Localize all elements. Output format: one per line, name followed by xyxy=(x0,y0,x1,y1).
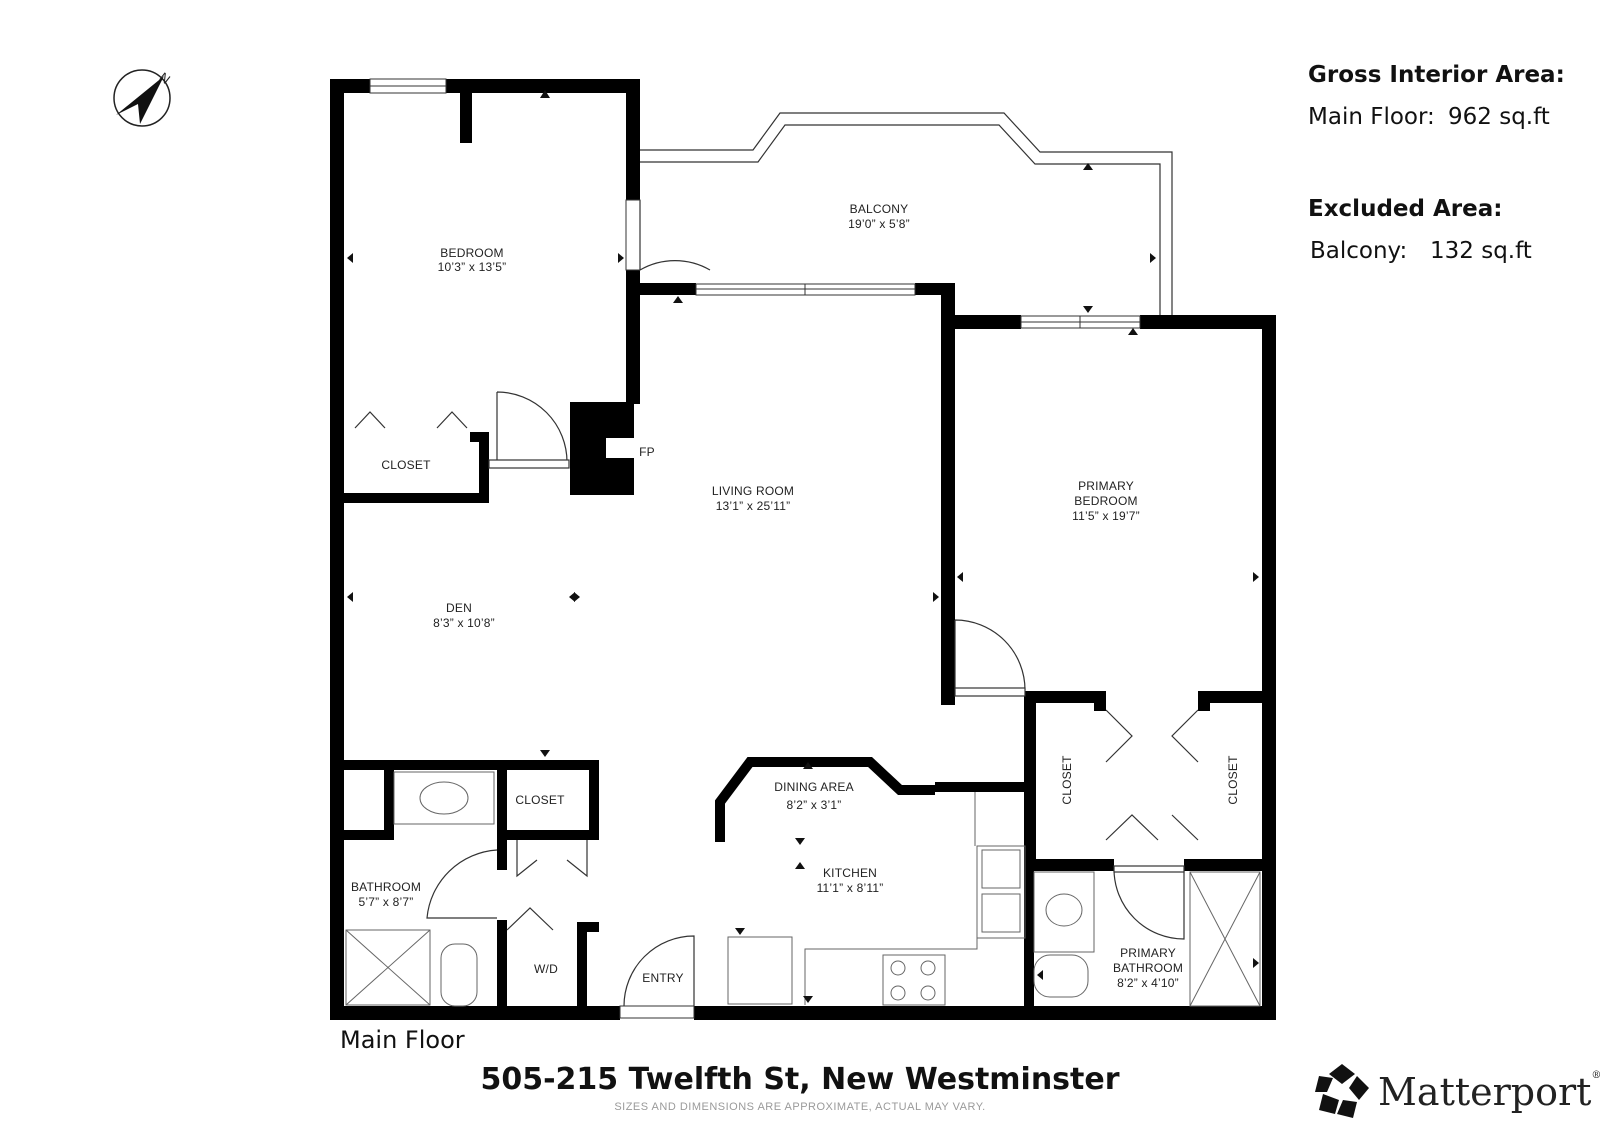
closet-bedroom-label: CLOSET xyxy=(381,458,431,472)
measure-arrows xyxy=(347,90,1259,1003)
disclaimer: SIZES AND DIMENSIONS ARE APPROXIMATE, AC… xyxy=(614,1101,986,1113)
gross-area-heading: Gross Interior Area: xyxy=(1308,62,1565,88)
primary-bathroom-label-2: BATHROOM xyxy=(1113,961,1183,975)
balcony-area-label: Balcony: xyxy=(1310,238,1408,264)
bathroom-dims: 5’7” x 8’7” xyxy=(359,895,414,909)
primary-bedroom-label-2: BEDROOM xyxy=(1074,494,1137,508)
compass-icon: N xyxy=(113,69,173,127)
main-floor-area-value: 962 sq.ft xyxy=(1448,104,1550,130)
den-label: DEN xyxy=(446,601,472,615)
logo-name: Matterport xyxy=(1378,1070,1592,1114)
windows xyxy=(369,78,1141,1019)
wd-label: W/D xyxy=(534,962,558,976)
balcony-outline xyxy=(638,112,1173,316)
kitchen-label: KITCHEN xyxy=(823,866,877,880)
main-floor-area-label: Main Floor: xyxy=(1308,104,1435,130)
dining-area-label: DINING AREA xyxy=(774,780,854,794)
fixtures xyxy=(345,771,1261,1007)
primary-bedroom-dims: 11’5” x 19’7” xyxy=(1072,509,1140,523)
balcony-label: BALCONY xyxy=(850,202,909,216)
fireplace-label: FP xyxy=(639,445,655,459)
dining-area-dims: 8’2” x 3’1” xyxy=(787,798,842,812)
matterport-logo-text: Matterport® xyxy=(1378,1070,1600,1114)
primary-bathroom-dims: 8’2” x 4’10” xyxy=(1117,976,1179,990)
living-room-label: LIVING ROOM xyxy=(712,484,794,498)
closet-right-label: CLOSET xyxy=(1226,755,1240,805)
excluded-area-heading: Excluded Area: xyxy=(1308,196,1503,222)
kitchen-dims: 11’1” x 8’11” xyxy=(817,881,884,895)
balcony-dims: 19’0” x 5’8” xyxy=(848,217,910,231)
primary-bedroom-label-1: PRIMARY xyxy=(1078,479,1134,493)
logo-registered: ® xyxy=(1591,1070,1600,1081)
walls xyxy=(330,79,1276,1022)
property-address: 505-215 Twelfth St, New Westminster xyxy=(480,1062,1120,1097)
room-labels: BEDROOM 10’3” x 13’5” CLOSET FP BALCONY … xyxy=(351,202,1240,990)
closet-hall-label: CLOSET xyxy=(515,793,565,807)
bathroom-label: BATHROOM xyxy=(351,880,421,894)
doors xyxy=(354,200,1199,1007)
closet-left-label: CLOSET xyxy=(1060,755,1074,805)
primary-bathroom-label-1: PRIMARY xyxy=(1120,946,1176,960)
balcony-area-value: 132 sq.ft xyxy=(1430,238,1532,264)
entry-label: ENTRY xyxy=(642,971,683,985)
floor-label: Main Floor xyxy=(340,1026,465,1054)
matterport-logo-icon xyxy=(1315,1064,1369,1118)
bedroom-dims: 10’3” x 13’5” xyxy=(438,260,507,274)
den-dims: 8’3” x 10’8” xyxy=(433,616,495,630)
bedroom-label: BEDROOM xyxy=(440,246,503,260)
living-room-dims: 13’1” x 25’11” xyxy=(716,499,791,513)
